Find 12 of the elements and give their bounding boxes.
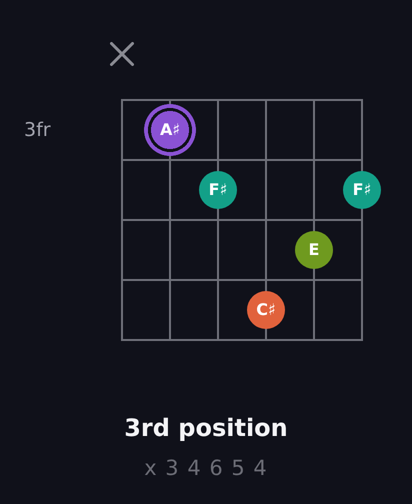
fingering-caption: x 3 4 6 5 4: [144, 456, 268, 480]
note-dot: [247, 291, 285, 329]
note-name: F♯: [352, 182, 372, 198]
note-name: A♯: [160, 122, 180, 138]
note-dot: [199, 171, 237, 209]
note-name: C♯: [256, 302, 276, 318]
chord-title: 3rd position: [124, 414, 288, 442]
note-dot: [343, 171, 381, 209]
note-name: F♯: [208, 182, 228, 198]
note-dot: [295, 231, 333, 269]
note-name: E: [308, 242, 320, 258]
fret-number: 3fr: [24, 118, 51, 142]
